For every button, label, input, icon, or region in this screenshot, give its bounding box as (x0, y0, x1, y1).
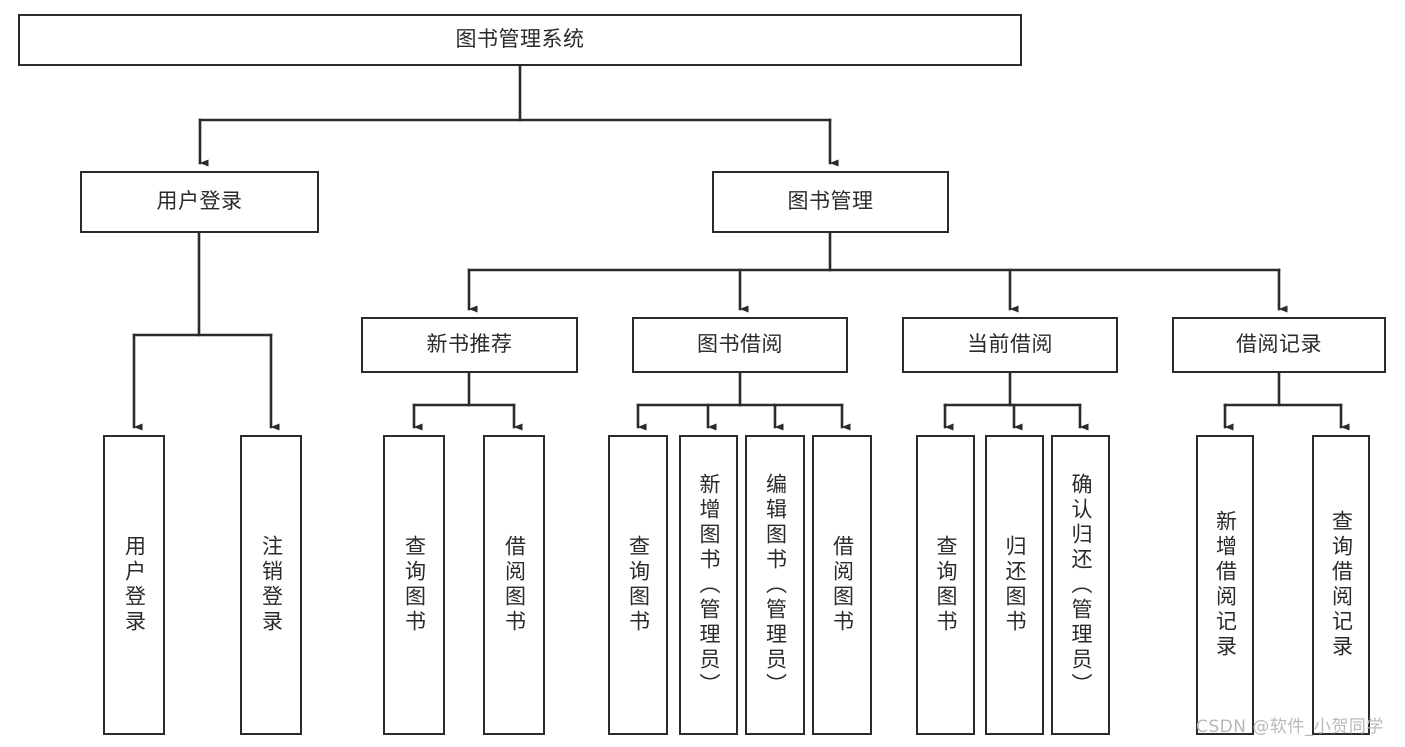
node-leaf-query-book-3[interactable]: 查询图书 (916, 435, 975, 735)
node-leaf-query-book-2[interactable]: 查询图书 (608, 435, 668, 735)
node-new-book-recommend[interactable]: 新书推荐 (361, 317, 578, 373)
node-leaf-borrow-book-1-label: 借阅图书 (502, 535, 527, 635)
node-leaf-user-login-label: 用户登录 (122, 535, 147, 635)
node-leaf-add-book-admin[interactable]: 新增图书（管理员） (679, 435, 738, 735)
node-borrow-record[interactable]: 借阅记录 (1172, 317, 1386, 373)
node-leaf-borrow-book-2-label: 借阅图书 (830, 535, 855, 635)
node-leaf-query-book-3-label: 查询图书 (934, 535, 958, 635)
node-leaf-add-book-admin-label: 新增图书（管理员） (697, 472, 721, 698)
node-user-login-label: 用户登录 (156, 189, 243, 214)
node-book-management[interactable]: 图书管理 (712, 171, 949, 233)
node-leaf-logout-label: 注销登录 (259, 535, 284, 635)
node-book-management-label: 图书管理 (787, 189, 874, 214)
node-leaf-query-borrow-record[interactable]: 查询借阅记录 (1312, 435, 1370, 735)
node-user-login[interactable]: 用户登录 (80, 171, 319, 233)
node-new-book-recommend-label: 新书推荐 (426, 332, 513, 357)
node-leaf-query-book-1-label: 查询图书 (402, 535, 427, 635)
node-leaf-borrow-book-1[interactable]: 借阅图书 (483, 435, 545, 735)
node-current-borrow[interactable]: 当前借阅 (902, 317, 1118, 373)
node-book-borrow[interactable]: 图书借阅 (632, 317, 848, 373)
node-leaf-add-borrow-record-label: 新增借阅记录 (1213, 510, 1238, 660)
node-root[interactable]: 图书管理系统 (18, 14, 1022, 66)
node-leaf-return-book[interactable]: 归还图书 (985, 435, 1044, 735)
node-leaf-confirm-return-label: 确认归还（管理员） (1069, 472, 1093, 698)
node-leaf-user-login[interactable]: 用户登录 (103, 435, 165, 735)
node-leaf-borrow-book-2[interactable]: 借阅图书 (812, 435, 872, 735)
node-leaf-return-book-label: 归还图书 (1003, 535, 1027, 635)
node-borrow-record-label: 借阅记录 (1236, 332, 1322, 357)
node-leaf-query-borrow-record-label: 查询借阅记录 (1329, 510, 1354, 660)
node-root-label: 图书管理系统 (455, 27, 585, 52)
node-leaf-query-book-1[interactable]: 查询图书 (383, 435, 445, 735)
node-book-borrow-label: 图书借阅 (697, 332, 783, 357)
node-leaf-query-book-2-label: 查询图书 (626, 535, 651, 635)
node-leaf-logout[interactable]: 注销登录 (240, 435, 302, 735)
node-leaf-edit-book-admin[interactable]: 编辑图书（管理员） (745, 435, 805, 735)
node-current-borrow-label: 当前借阅 (967, 332, 1053, 357)
node-leaf-add-borrow-record[interactable]: 新增借阅记录 (1196, 435, 1254, 735)
node-leaf-edit-book-admin-label: 编辑图书（管理员） (763, 472, 788, 698)
node-leaf-confirm-return[interactable]: 确认归还（管理员） (1051, 435, 1110, 735)
